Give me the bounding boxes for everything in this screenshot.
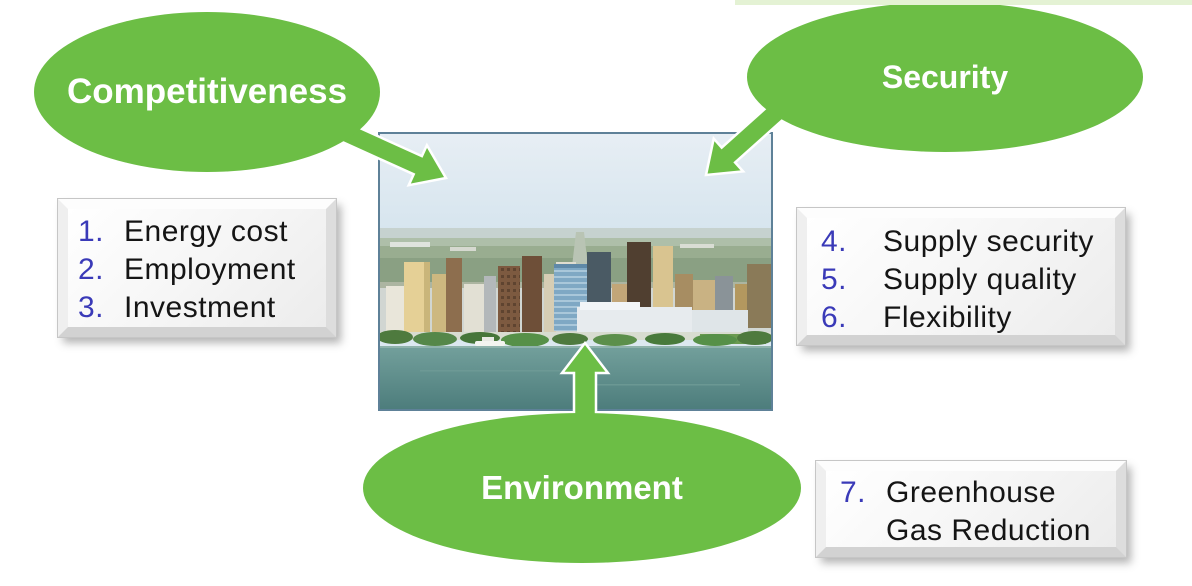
item-number: 3. [78,291,105,324]
list-panel-competitiveness: 1. Energy cost 2. Employment 3. Investme… [57,198,337,338]
list-item: 4. Supply security [821,223,1115,261]
list-item: 2. Employment [78,251,326,289]
item-number: 7. [840,476,867,509]
ellipse-environment-label: Environment [481,469,683,506]
list-panel-environment: 7. Greenhouse Gas Reduction [815,460,1127,558]
city-skyline-photo [378,132,773,411]
item-text: Flexibility [883,301,1012,334]
item-number: 5. [821,263,848,296]
item-number: 1. [78,215,105,248]
list-item: 3. Investment [78,289,326,327]
item-number: 6. [821,301,848,334]
ellipse-competitiveness-label: Competitiveness [66,72,348,111]
list-item: 1. Energy cost [78,213,326,251]
list-item: 6. Flexibility [821,299,1115,337]
ellipse-security: Security [747,2,1143,152]
item-number: 2. [78,253,105,286]
city-skyline-art [380,134,771,409]
ellipse-security-label: Security [881,58,1009,95]
item-text: Supply quality [883,263,1077,296]
list-item: 7. Greenhouse Gas Reduction [840,474,1116,550]
list-item: 5. Supply quality [821,261,1115,299]
list-panel-security: 4. Supply security 5. Supply quality 6. … [796,207,1126,346]
item-text: Employment [124,253,296,286]
item-text: Energy cost [124,215,288,248]
ellipse-environment: Environment [363,413,801,563]
top-strip [735,0,1192,5]
item-text: Greenhouse Gas Reduction [886,476,1091,547]
item-text: Investment [124,291,276,324]
item-text: Supply security [883,225,1094,258]
item-number: 4. [821,225,848,258]
ellipse-competitiveness: Competitiveness [34,12,380,172]
